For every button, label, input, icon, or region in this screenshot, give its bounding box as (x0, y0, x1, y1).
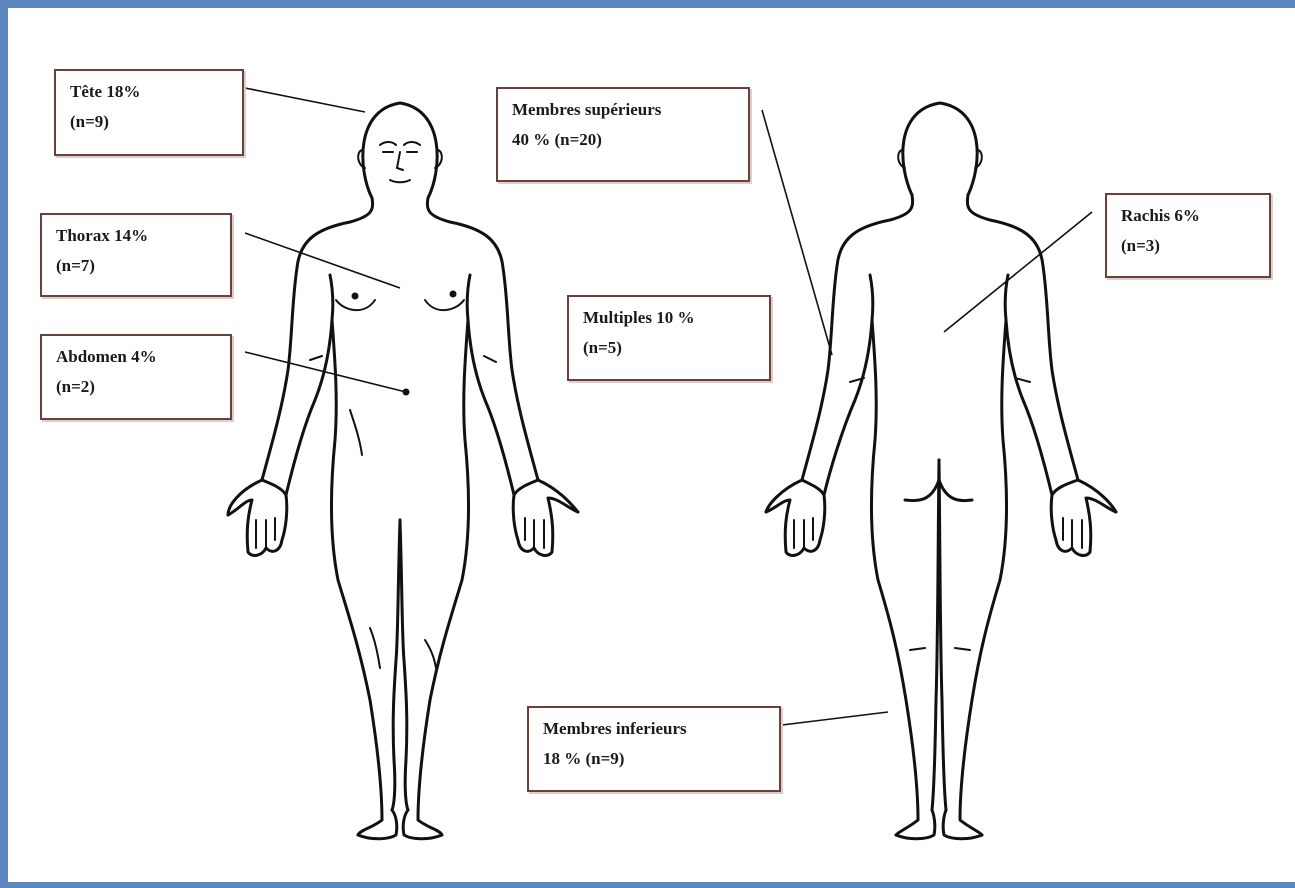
label-rachis: Rachis 6% (n=3) (1105, 193, 1271, 278)
label-multiples-line2: (n=5) (583, 333, 769, 363)
label-tete: Tête 18% (n=9) (54, 69, 244, 156)
label-membres-inferieurs: Membres inferieurs 18 % (n=9) (527, 706, 781, 792)
label-thorax-line2: (n=7) (56, 251, 230, 281)
leader-tete (245, 88, 365, 112)
label-abdomen: Abdomen 4% (n=2) (40, 334, 232, 420)
label-rachis-line2: (n=3) (1121, 231, 1269, 261)
label-thorax-line1: Thorax 14% (56, 221, 230, 251)
label-tete-line2: (n=9) (70, 107, 242, 137)
label-membres-inferieurs-line1: Membres inferieurs (543, 714, 779, 744)
label-multiples-line1: Multiples 10 % (583, 303, 769, 333)
front-head (363, 103, 437, 198)
leader-lines (245, 88, 1092, 725)
back-body-figure (766, 103, 1116, 839)
back-head (903, 103, 977, 195)
leader-abdomen (245, 352, 406, 392)
label-thorax: Thorax 14% (n=7) (40, 213, 232, 297)
label-multiples: Multiples 10 % (n=5) (567, 295, 771, 381)
label-abdomen-line1: Abdomen 4% (56, 342, 230, 372)
leader-membres-superieurs (762, 110, 832, 355)
label-membres-superieurs-line2: 40 % (n=20) (512, 125, 748, 155)
front-face (380, 142, 420, 145)
label-rachis-line1: Rachis 6% (1121, 201, 1269, 231)
leader-thorax (245, 233, 400, 288)
leader-membres-inferieurs (782, 712, 888, 725)
front-body-figure (228, 103, 578, 839)
label-tete-line1: Tête 18% (70, 77, 242, 107)
label-membres-inferieurs-line2: 18 % (n=9) (543, 744, 779, 774)
label-abdomen-line2: (n=2) (56, 372, 230, 402)
label-membres-superieurs-line1: Membres supérieurs (512, 95, 748, 125)
label-membres-superieurs: Membres supérieurs 40 % (n=20) (496, 87, 750, 182)
